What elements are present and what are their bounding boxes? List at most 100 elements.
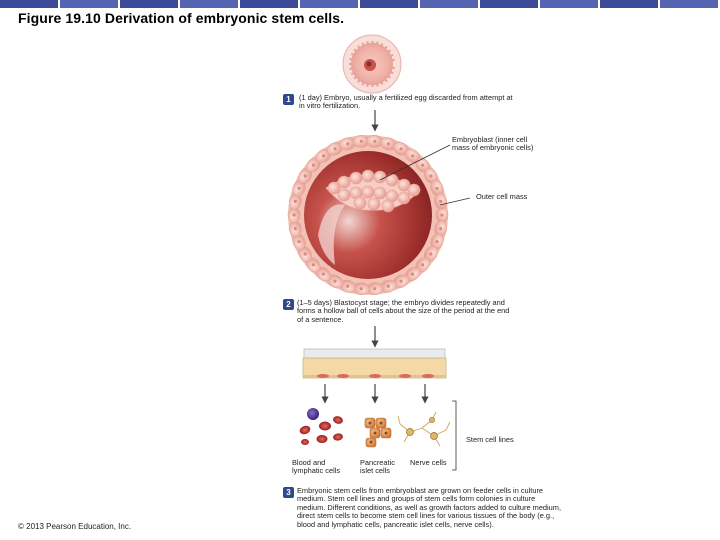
pancreatic-label-line-2: islet cells <box>360 466 390 476</box>
top-bar-segment <box>240 0 300 8</box>
inner-cell <box>361 169 375 183</box>
top-bar-segment <box>120 0 180 8</box>
outer-cell-nucleus <box>311 163 315 167</box>
top-bar-segment <box>660 0 720 8</box>
blood-lymphatic-label: Blood and lymphatic cells <box>292 458 341 476</box>
step-1-text: (1 day) Embryo, usually a fertilized egg… <box>299 93 599 111</box>
step-2-line-2: forms a hollow ball of cells about the s… <box>297 306 510 316</box>
embryoblast-label: Embryoblast (inner cell mass of embryoni… <box>452 135 534 153</box>
outer-cell-nucleus <box>333 279 337 283</box>
outer-cell-nucleus <box>411 154 415 158</box>
stem-cell-lines-label: Stem cell lines <box>466 435 514 444</box>
outer-cell-nucleus <box>439 199 443 203</box>
top-bar-segment <box>0 0 60 8</box>
top-color-bar <box>0 0 720 8</box>
step-1-badge: 1 <box>283 94 294 105</box>
outer-cell-nucleus <box>386 284 390 288</box>
top-bar-segment <box>300 0 360 8</box>
outer-cell-nucleus <box>359 139 363 143</box>
top-bar-segment <box>480 0 540 8</box>
inner-cell <box>381 199 395 213</box>
top-bar-segment <box>360 0 420 8</box>
outer-cell-nucleus <box>321 272 325 276</box>
culture-dish <box>302 348 447 379</box>
embryoblast-label-line-2: mass of embryonic cells) <box>452 143 534 153</box>
inner-cell <box>373 170 387 184</box>
inner-cell <box>397 191 411 205</box>
inner-cell <box>373 186 387 200</box>
outer-cell-nucleus <box>440 213 444 217</box>
outer-cell-nucleus <box>346 142 350 146</box>
step-2-text: (1–5 days) Blastocyst stage; the embryo … <box>297 298 597 324</box>
inner-cell <box>337 175 351 189</box>
step-1-line-2: in vitro fertilization. <box>299 101 361 111</box>
blood-lymphatic-cells <box>299 408 343 445</box>
outer-cell-nucleus <box>429 252 433 256</box>
step-3-line-3: medium. Different conditions, as well as… <box>297 502 561 512</box>
blood-label-line-2: lymphatic cells <box>292 466 341 476</box>
step-2-line-3: of a sentence. <box>297 314 344 324</box>
inner-cell <box>353 196 367 210</box>
outer-cell-nucleus <box>359 287 363 291</box>
step-3-line-2: medium. Stem cell lines and groups of st… <box>297 494 536 504</box>
outer-cell-nucleus <box>435 186 439 190</box>
inner-cell <box>407 183 421 197</box>
step-2-line-1: (1–5 days) Blastocyst stage; the embryo … <box>297 298 505 307</box>
pancreatic-label-line-1: Pancreatic <box>360 458 395 467</box>
pancreatic-islet-cells <box>364 417 392 448</box>
blastocyst <box>287 134 449 296</box>
outer-cell-nucleus <box>435 240 439 244</box>
outer-cell-nucleus <box>297 186 301 190</box>
outer-cell-nucleus <box>429 174 433 178</box>
inner-cell <box>361 185 375 199</box>
inner-cell <box>349 171 363 185</box>
step-2-badge: 2 <box>283 299 294 310</box>
stem-cell-lines-bracket <box>452 400 457 471</box>
inner-cell <box>337 188 351 202</box>
outer-cell-mass-leader <box>439 197 471 206</box>
inner-cell <box>327 181 341 195</box>
blood-label-line-1: Blood and <box>292 458 326 467</box>
step-3-text: Embryonic stem cells from embryoblast ar… <box>297 486 627 529</box>
inner-cell <box>367 197 381 211</box>
top-bar-segment <box>60 0 120 8</box>
top-bar-segment <box>600 0 660 8</box>
outer-cell-nucleus <box>421 263 425 267</box>
outer-cell-nucleus <box>333 147 337 151</box>
step-1-line-1: (1 day) Embryo, usually a fertilized egg… <box>299 93 513 102</box>
fertilized-egg <box>342 34 402 94</box>
outer-cell-nucleus <box>373 287 377 291</box>
outer-cell-nucleus <box>321 154 325 158</box>
top-bar-segment <box>420 0 480 8</box>
outer-cell-nucleus <box>373 139 377 143</box>
step-3-line-4: direct stem cells to become stem cell li… <box>297 511 555 521</box>
outer-cell-nucleus <box>311 263 315 267</box>
outer-cell-nucleus <box>297 240 301 244</box>
outer-cell-nucleus <box>399 279 403 283</box>
outer-cell-nucleus <box>346 284 350 288</box>
outer-cell-nucleus <box>303 174 307 178</box>
outer-cell-nucleus <box>439 227 443 231</box>
figure-title: Figure 19.10 Derivation of embryonic ste… <box>18 10 345 26</box>
outer-cell-nucleus <box>421 163 425 167</box>
embryoblast-label-line-1: Embryoblast (inner cell <box>452 135 528 144</box>
pancreatic-islet-label: Pancreatic islet cells <box>360 458 395 476</box>
nerve-cells <box>397 411 451 447</box>
inner-cell <box>397 178 411 192</box>
outer-cell-nucleus <box>292 213 296 217</box>
step-3-badge: 3 <box>283 487 294 498</box>
nerve-cells-label: Nerve cells <box>410 458 447 467</box>
outer-cell-mass-label: Outer cell mass <box>476 192 528 201</box>
step-3-line-5: blood and lymphatic cells, pancreatic is… <box>297 519 494 529</box>
top-bar-segment <box>540 0 600 8</box>
step-3-line-1: Embryonic stem cells from embryoblast ar… <box>297 486 544 495</box>
outer-cell-nucleus <box>399 147 403 151</box>
outer-cell-nucleus <box>411 272 415 276</box>
embryoblast-leader <box>379 144 451 181</box>
outer-cell-nucleus <box>303 252 307 256</box>
outer-cell-nucleus <box>293 199 297 203</box>
outer-cell-nucleus <box>293 227 297 231</box>
top-bar-segment <box>180 0 240 8</box>
outer-cell-nucleus <box>386 142 390 146</box>
